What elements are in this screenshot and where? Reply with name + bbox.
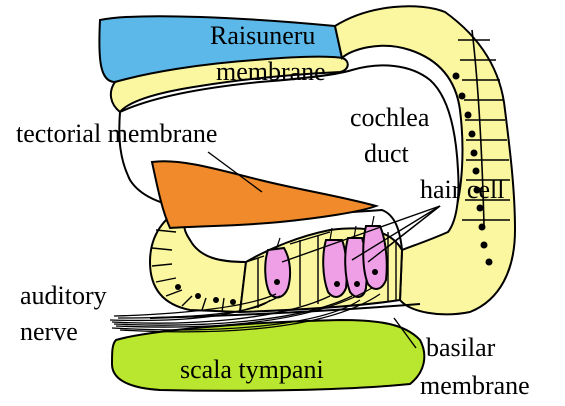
label-tectorial: tectorial membrane xyxy=(16,119,217,148)
label-cochlea-line1: cochlea xyxy=(350,103,430,132)
inner-hair-cell xyxy=(265,248,290,297)
label-auditory-line2: nerve xyxy=(20,317,78,346)
label-basilar-line1: basilar xyxy=(426,333,496,362)
label-scala-tympani: scala tympani xyxy=(180,355,324,384)
label-auditory-line1: auditory xyxy=(20,281,107,310)
label-reissner-line2: membrane xyxy=(216,57,326,86)
outer-hair-cell-1 xyxy=(323,240,347,297)
label-reissner-line1: Raisuneru xyxy=(210,21,315,50)
label-basilar-line2: membrane xyxy=(420,371,530,400)
outer-hair-cell-3 xyxy=(363,226,387,289)
label-hair-cell: hair cell xyxy=(420,175,504,204)
label-cochlea-line2: duct xyxy=(364,139,410,168)
